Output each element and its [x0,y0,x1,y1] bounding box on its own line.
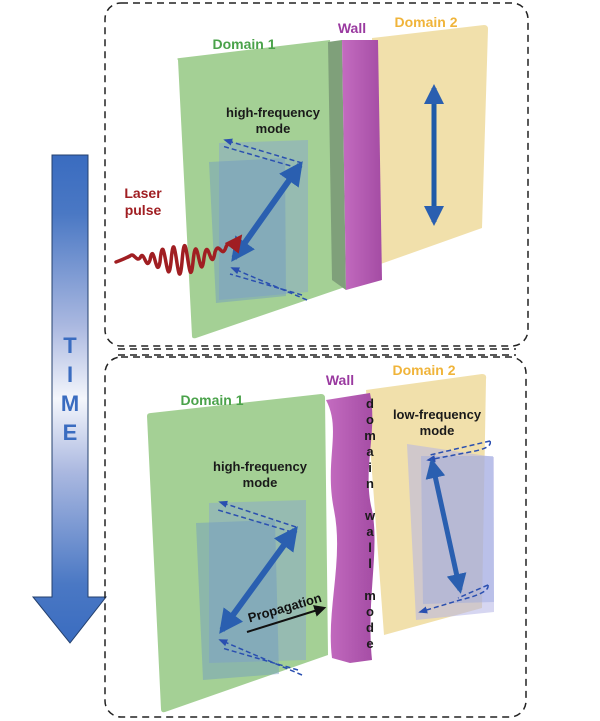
time-letter: I [67,362,73,387]
magnetization-arrow [231,161,303,262]
panel-after: Propagation Domain 1 Wall Domain 2 high-… [104,356,527,718]
domain2-label: Domain 2 [394,14,457,30]
domain1-label: Domain 1 [180,392,243,408]
panel-separator [118,348,516,356]
wall-mode-letter: i [368,460,372,475]
wall-side [328,40,346,290]
panel-before: Domain 1 Wall Domain 2 high-frequency mo… [104,2,529,347]
time-arrow: T I M E [31,154,108,644]
wall-mode-letter: m [364,428,376,443]
wall-slab [326,393,375,663]
wall-mode-letter: d [366,620,374,635]
time-letter: T [63,333,77,358]
domain1-label: Domain 1 [212,36,275,52]
wall-mode-letter: n [366,476,374,491]
time-letter: E [63,420,78,445]
laser-pulse-wave [114,234,243,276]
magnetization-arrow [219,526,298,634]
high-frequency-mode-label: mode [256,121,291,136]
panel-border [104,356,527,718]
precession-arrow [230,267,308,301]
precession-arrow [223,138,303,164]
precession-arrow [221,145,299,169]
low-frequency-mode-label: mode [420,423,455,438]
precession-arrow [218,500,297,528]
laser-pulse-label: pulse [125,202,162,218]
laser-pulse-label: Laser [124,185,162,201]
low-frequency-mode-label: low-frequency [393,407,482,422]
wall-slab [342,40,382,290]
magnetization-arrow [425,458,467,594]
mode-plane [209,158,286,303]
wall-mode-letter: m [364,588,376,603]
precession-arrow [426,440,492,463]
mode-plane [196,520,279,680]
precession-arrow [418,584,489,614]
wall-mode-letter: a [366,444,374,459]
panel-border [104,2,529,347]
precession-arrow [457,584,489,599]
domain2-label: Domain 2 [392,362,455,378]
precession-arrow [429,440,491,456]
precession-arrow [218,639,303,676]
domain2-slab [372,25,488,265]
wall-mode-letter: e [366,636,373,651]
high-frequency-mode-label: high-frequency [226,105,321,120]
wall-mode-letter: o [366,412,374,427]
high-frequency-mode-label: mode [243,475,278,490]
wall-mode-letter: l [368,540,372,555]
wall-label: Wall [326,372,354,388]
wall-mode-letter: l [368,556,372,571]
high-frequency-mode-label: high-frequency [213,459,308,474]
wall-mode-letter: d [366,396,374,411]
wall-label: Wall [338,20,366,36]
precession-arrow [229,273,303,296]
propagation-arrow [246,605,327,633]
time-letter: M [61,391,79,416]
wall-mode-letter: a [366,524,374,539]
wall-mode-letter: o [366,604,374,619]
wall-mode-letter: w [364,508,376,523]
precession-arrow [221,647,299,671]
